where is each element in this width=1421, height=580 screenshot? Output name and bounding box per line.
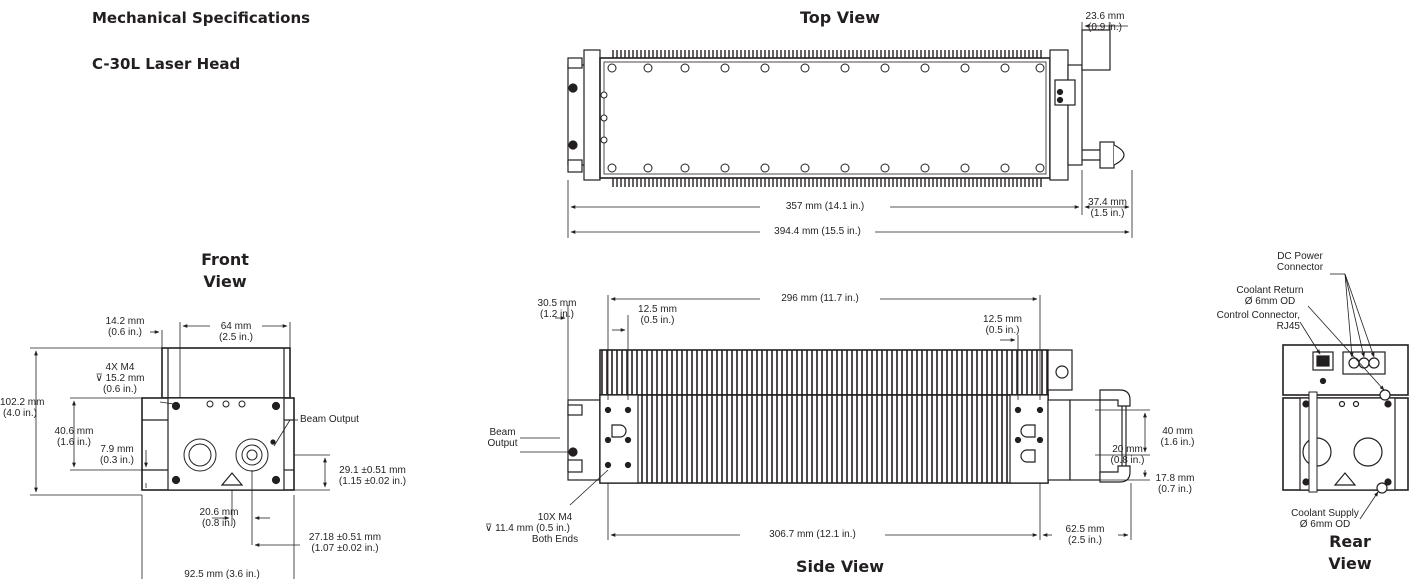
side-dim-30-mm: 30.5 mm <box>537 298 577 309</box>
front-view-drawing <box>30 322 330 579</box>
side-m4-callout-3: Both Ends <box>531 534 579 545</box>
front-dim-20-in: (0.8 in.) <box>202 518 236 529</box>
rear-dc-power-label-1: DC Power <box>1277 251 1323 262</box>
side-dim-40-in: (1.6 in.) <box>1160 437 1195 448</box>
side-dim-17-8-mm: 17.8 mm <box>1155 473 1195 484</box>
rear-coolant-return-label-2: Ø 6mm OD <box>1244 296 1296 307</box>
front-dim-27-mm: 27.18 ±0.51 mm <box>308 532 382 543</box>
rear-dc-power-label-2: Connector <box>1276 262 1324 273</box>
front-beam-output-label: Beam Output <box>300 414 359 425</box>
side-dim-12-5b-in: (0.5 in.) <box>985 325 1020 336</box>
rear-coolant-supply-label-1: Coolant Supply <box>1291 508 1359 519</box>
side-dim-17-8-in: (0.7 in.) <box>1158 484 1192 495</box>
side-dim-62-5-mm: 62.5 mm <box>1065 524 1105 535</box>
front-view-title-2: View <box>203 272 247 291</box>
top-dim-fitting-in: (1.5 in.) <box>1090 208 1125 219</box>
top-dim-total-length: 394.4 mm (15.5 in.) <box>774 226 861 237</box>
side-dim-12-5b-mm: 12.5 mm <box>983 314 1022 325</box>
top-dim-body-length: 357 mm (14.1 in.) <box>785 201 865 212</box>
front-m4-callout-1: 4X M4 <box>105 362 135 373</box>
rear-view-drawing <box>1282 273 1409 520</box>
side-m4-callout-1: 10X M4 <box>537 512 573 523</box>
side-dim-30-in: (1.2 in.) <box>540 309 574 320</box>
side-m4-callout-2: ⊽ 11.4 mm (0.5 in.) <box>485 523 570 534</box>
page-heading: Mechanical Specifications <box>92 9 311 27</box>
side-dim-62-5-in: (2.5 in.) <box>1068 535 1102 546</box>
side-dim-296: 296 mm (11.7 in.) <box>781 293 859 304</box>
top-dim-fitting-mm: 37.4 mm <box>1088 197 1127 208</box>
top-view-drawing <box>567 22 1133 238</box>
rear-view-title-2: View <box>1328 554 1372 573</box>
side-dim-306: 306.7 mm (12.1 in.) <box>769 529 856 540</box>
front-dim-29-in: (1.15 ±0.02 in.) <box>338 476 407 487</box>
rear-coolant-supply-label-2: Ø 6mm OD <box>1299 519 1351 530</box>
front-dim-20-mm: 20.6 mm <box>199 507 239 518</box>
front-dim-40-mm: 40.6 mm <box>54 426 94 437</box>
rear-coolant-return-label-1: Coolant Return <box>1236 285 1304 296</box>
side-view-title: Side View <box>795 557 885 576</box>
front-dim-102-in: (4.0 in.) <box>3 408 37 419</box>
top-dim-pipe-in: (0.9 in.) <box>1088 22 1122 33</box>
front-dim-102-mm: 102.2 mm <box>0 397 45 408</box>
rear-control-connector-label-2: RJ45 <box>1276 321 1300 332</box>
front-dim-92: 92.5 mm (3.6 in.) <box>184 569 260 580</box>
side-dim-12-5a-in: (0.5 in.) <box>640 315 675 326</box>
side-dim-20-in: (0.8 in.) <box>1110 455 1145 466</box>
front-dim-7-9-mm: 7.9 mm <box>100 444 134 455</box>
side-dim-40-mm: 40 mm <box>1162 426 1193 437</box>
front-dim-7-9-in: (0.3 in.) <box>100 455 134 466</box>
side-view-drawing <box>520 295 1150 540</box>
front-dim-27-in: (1.07 ±0.02 in.) <box>311 543 379 554</box>
front-m4-callout-2: ⊽ 15.2 mm <box>95 373 145 384</box>
product-heading: C-30L Laser Head <box>92 55 241 73</box>
top-dim-pipe-mm: 23.6 mm <box>1085 11 1125 22</box>
front-dim-64-mm: 64 mm <box>220 321 252 332</box>
side-beam-output-2: Output <box>487 438 518 449</box>
rear-view-title-1: Rear <box>1329 532 1371 551</box>
front-m4-callout-3: (0.6 in.) <box>103 384 137 395</box>
front-dim-14-in: (0.6 in.) <box>108 327 142 338</box>
side-beam-output-1: Beam <box>489 427 516 438</box>
side-dim-20-mm: 20 mm <box>1112 444 1143 455</box>
front-dim-64-in: (2.5 in.) <box>219 332 253 343</box>
front-view-title-1: Front <box>201 250 249 269</box>
front-dim-14-mm: 14.2 mm <box>105 316 145 327</box>
front-dim-29-mm: 29.1 ±0.51 mm <box>339 465 406 476</box>
rear-control-connector-label-1: Control Connector, <box>1216 310 1300 321</box>
side-dim-12-5a-mm: 12.5 mm <box>638 304 677 315</box>
front-dim-40-in: (1.6 in.) <box>57 437 91 448</box>
top-view-title: Top View <box>799 8 881 27</box>
